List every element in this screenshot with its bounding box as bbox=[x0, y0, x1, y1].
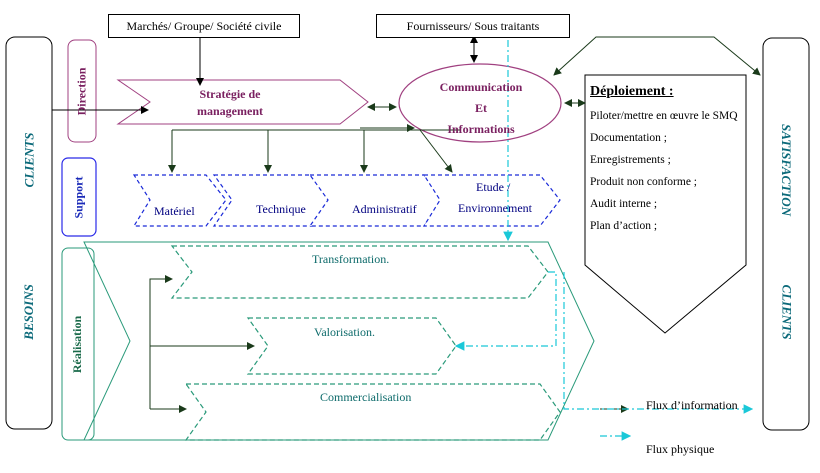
realisation-outer-chevron bbox=[83, 241, 595, 441]
realisation-chevron-commercialisation bbox=[184, 383, 561, 441]
realisation-item-commercialisation: Commercialisation bbox=[320, 390, 412, 404]
deployment-item: Audit interne ; bbox=[590, 198, 658, 210]
right-side-bar bbox=[762, 37, 810, 431]
realisation-item-valorisation: Valorisation. bbox=[314, 325, 375, 339]
deployment-item: Produit non conforme ; bbox=[590, 176, 697, 188]
support-box bbox=[61, 157, 97, 237]
strategy-label: Stratégie de management bbox=[197, 87, 263, 118]
right-bottom-label: CLIENTS bbox=[779, 284, 794, 340]
support-chevron-3 bbox=[308, 174, 445, 227]
support-chevron-1 bbox=[132, 174, 227, 227]
realisation-chevron-valorisation bbox=[246, 317, 457, 375]
realisation-item-transformation: Transformation. bbox=[312, 252, 390, 266]
strategy-chevron bbox=[116, 79, 369, 125]
support-item-environnement: Environnement bbox=[458, 201, 532, 215]
deployment-item: Enregistrements ; bbox=[590, 154, 671, 166]
support-chevron-4 bbox=[422, 174, 561, 227]
communication-label: Communication Et Informations bbox=[439, 80, 523, 135]
realisation-box bbox=[61, 247, 95, 441]
markets-label: Marchés/ Groupe/ Société civile bbox=[126, 18, 282, 33]
deployment-item: Plan d’action ; bbox=[590, 220, 658, 232]
deployment-title: Déploiement : bbox=[590, 84, 674, 99]
realisation-label: Réalisation bbox=[70, 315, 85, 373]
direction-box bbox=[67, 39, 97, 143]
suppliers-label: Fournisseurs/ Sous traitants bbox=[406, 18, 540, 33]
markets-box: Marchés/ Groupe/ Société civile bbox=[108, 14, 300, 38]
support-item-technique: Technique bbox=[256, 202, 306, 216]
support-item-etude: Etude / bbox=[476, 180, 511, 194]
left-top-label: CLIENTS bbox=[21, 132, 36, 188]
deployment-item: Documentation ; bbox=[590, 132, 667, 144]
legend-info-flow: Flux d’information bbox=[646, 398, 738, 412]
right-top-label: SATISFACTION bbox=[779, 123, 795, 217]
deployment-item: Piloter/mettre en œuvre le SMQ bbox=[590, 110, 738, 122]
support-item-materiel: Matériel bbox=[154, 204, 195, 218]
realisation-chevron-transformation bbox=[170, 245, 549, 299]
communication-ellipse bbox=[398, 63, 562, 143]
suppliers-box: Fournisseurs/ Sous traitants bbox=[376, 14, 570, 38]
direction-label: Direction bbox=[74, 67, 89, 115]
left-side-bar bbox=[5, 36, 53, 430]
legend-physical-flow: Flux physique bbox=[646, 442, 715, 456]
support-item-administratif: Administratif bbox=[352, 202, 417, 216]
left-bottom-label: BESOINS bbox=[21, 284, 37, 340]
support-label: Support bbox=[71, 175, 86, 219]
support-chevron-2 bbox=[212, 174, 333, 227]
deployment-content: Déploiement : Piloter/mettre en œuvre le… bbox=[590, 82, 742, 237]
